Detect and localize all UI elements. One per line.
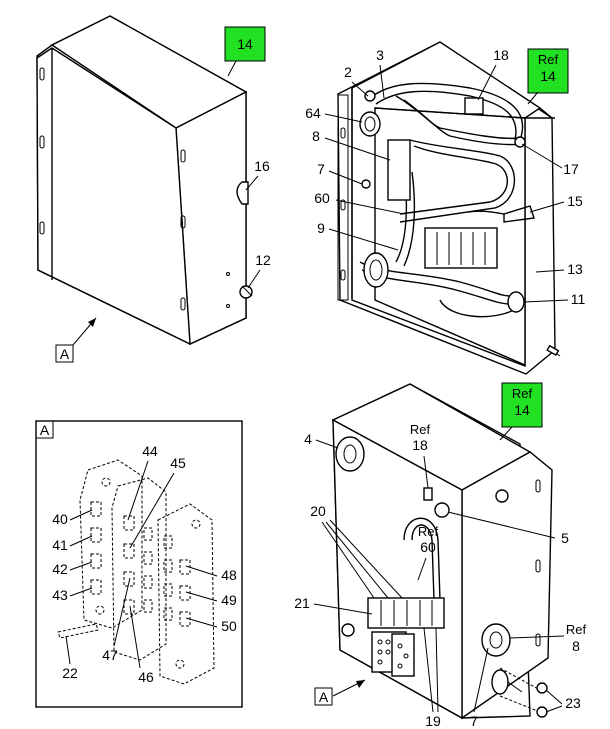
view-a-box-bottom bbox=[314, 687, 333, 706]
callout-7-label: 7 bbox=[317, 161, 325, 177]
view-a-box-top bbox=[55, 344, 74, 363]
view-a-label-bottom: A bbox=[319, 689, 329, 705]
callout-41-label: 41 bbox=[52, 537, 68, 553]
callout-7b-label: 7 bbox=[470, 713, 478, 729]
callout-50-label: 50 bbox=[221, 618, 237, 634]
callout-ref-14-label-bottom: 14 bbox=[514, 402, 530, 418]
view-a-frame-label: A bbox=[40, 422, 50, 438]
callout-17-label: 17 bbox=[563, 161, 579, 177]
callout-5-label: 5 bbox=[561, 530, 569, 546]
callout-64-label: 64 bbox=[305, 105, 321, 121]
callout-ref-60-ref: Ref bbox=[418, 524, 439, 539]
connector-blocks bbox=[57, 459, 215, 685]
callout-9-label: 9 bbox=[317, 220, 325, 236]
callout-2-label: 2 bbox=[344, 64, 352, 80]
callout-3-label: 3 bbox=[376, 47, 384, 63]
callout-15-label: 15 bbox=[567, 193, 583, 209]
callout-45-label: 45 bbox=[170, 455, 186, 471]
callout-ref-label-top: Ref bbox=[538, 52, 559, 67]
callout-16-label: 16 bbox=[254, 158, 270, 174]
callout-46-label: 46 bbox=[138, 669, 154, 685]
callout-ref-8-num: 8 bbox=[572, 638, 580, 654]
callout-44-label: 44 bbox=[142, 443, 158, 459]
callout-18-label: 18 bbox=[493, 47, 509, 63]
callout-48-label: 48 bbox=[221, 567, 237, 583]
callout-ref-8-ref: Ref bbox=[566, 622, 587, 637]
callout-23-label: 23 bbox=[565, 695, 581, 711]
callout-4-label: 4 bbox=[304, 431, 312, 447]
callout-ref-18-ref: Ref bbox=[410, 422, 431, 437]
enclosure-closed-view bbox=[36, 15, 253, 346]
enclosure-rear-view bbox=[331, 383, 553, 720]
callout-13-label: 13 bbox=[567, 261, 583, 277]
callout-60-label: 60 bbox=[314, 190, 330, 206]
callout-8-label: 8 bbox=[312, 128, 320, 144]
callout-ref-label-bottom: Ref bbox=[512, 386, 533, 401]
callout-42-label: 42 bbox=[52, 561, 68, 577]
callout-40-label: 40 bbox=[52, 511, 68, 527]
callout-14-tag bbox=[224, 26, 266, 62]
callout-ref-14-label-top: 14 bbox=[540, 68, 556, 84]
view-a-label-top: A bbox=[60, 346, 70, 362]
enclosure-open-view bbox=[337, 41, 561, 375]
callout-12-label: 12 bbox=[255, 252, 271, 268]
callout-22-label: 22 bbox=[62, 665, 78, 681]
callout-ref-18-num: 18 bbox=[412, 437, 428, 453]
callout-20-label: 20 bbox=[310, 503, 326, 519]
callout-14-label: 14 bbox=[237, 36, 253, 52]
callout-19-label: 19 bbox=[425, 713, 441, 729]
callout-11-label: 11 bbox=[571, 291, 586, 307]
callout-49-label: 49 bbox=[221, 592, 237, 608]
callout-47-label: 47 bbox=[102, 647, 118, 663]
callout-ref-60-num: 60 bbox=[420, 539, 436, 555]
callout-ref-14-tag-bottom bbox=[501, 382, 543, 428]
view-a-frame bbox=[35, 420, 243, 708]
callout-ref-14-tag-top bbox=[527, 48, 569, 94]
callout-21-label: 21 bbox=[294, 595, 310, 611]
callout-43-label: 43 bbox=[52, 587, 68, 603]
view-a-frame-tag bbox=[35, 420, 54, 439]
